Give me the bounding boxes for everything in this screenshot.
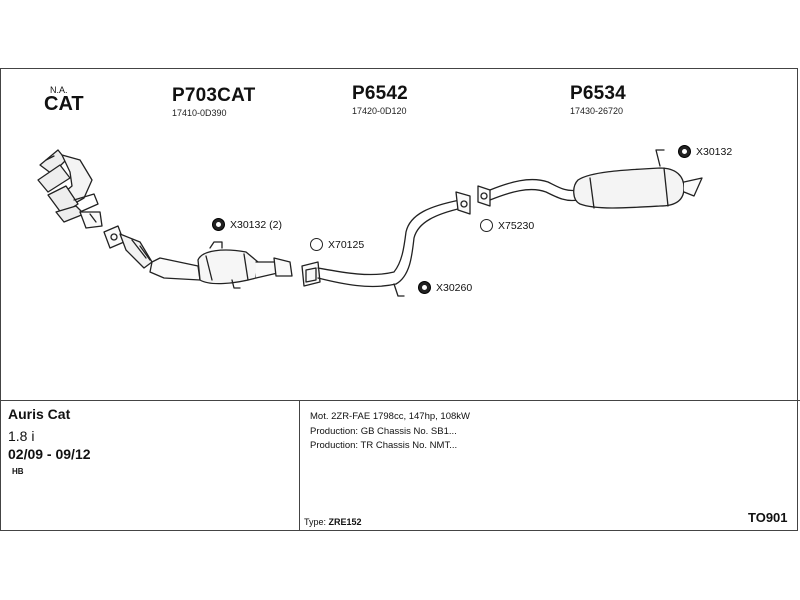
clamp-icon [212, 218, 225, 231]
vehicle-specs: Mot. 2ZR-FAE 1798cc, 147hp, 108kW Produc… [310, 410, 470, 454]
hardware-label: X30132 (2) [230, 218, 282, 231]
type-label: Type: [304, 517, 327, 527]
hardware-x30132[interactable]: X30132 [678, 145, 732, 158]
hardware-x30260[interactable]: X30260 [418, 281, 472, 294]
oem-number: 17420-0D120 [352, 106, 407, 116]
clamp-icon [678, 145, 691, 158]
front-catalyst-assembly [119, 233, 293, 289]
gasket-icon [310, 238, 323, 251]
middle-pipe-assembly [301, 191, 471, 297]
spec-line: Production: GB Chassis No. SB1... [310, 425, 457, 437]
type-value: ZRE152 [328, 517, 362, 527]
oem-number: 17430-26720 [570, 106, 624, 116]
hardware-label: X30260 [436, 281, 473, 294]
part-front-catalyst[interactable]: P703CAT 17410-0D390 [172, 85, 256, 119]
spec-line: Production: TR Chassis No. NMT... [310, 440, 458, 451]
rear-silencer-assembly [477, 149, 703, 209]
clamp-icon [418, 281, 431, 294]
vehicle-body: HB [12, 467, 24, 476]
part-code: P6542 [352, 83, 408, 104]
vehicle-info: Auris Cat 1.8 i 02/09 - 09/12 HB [8, 406, 91, 476]
exhaust-manifold [37, 149, 103, 229]
hardware-x30132-2[interactable]: X30132 (2) [212, 218, 282, 231]
hardware-label: X30132 [696, 145, 733, 158]
exhaust-system-drawing [37, 149, 703, 297]
divider-horizontal [0, 400, 800, 401]
front-flange [103, 225, 125, 249]
vehicle-years: 02/09 - 09/12 [8, 446, 91, 462]
hardware-x75230[interactable]: X75230 [480, 219, 534, 232]
cat-note: N.A. [50, 85, 68, 95]
part-code: P6534 [570, 83, 626, 104]
vehicle-type: Type: ZRE152 [304, 517, 362, 527]
part-middle-pipe[interactable]: P6542 17420-0D120 [352, 83, 408, 117]
vehicle-model: Auris Cat [8, 406, 71, 422]
oem-number: 17410-0D390 [172, 108, 227, 118]
hardware-label: X70125 [328, 238, 365, 251]
part-rear-silencer[interactable]: P6534 17430-26720 [570, 83, 626, 117]
reference-code: TO901 [748, 510, 788, 525]
diagram-frame [0, 68, 798, 531]
divider-vertical [299, 400, 300, 531]
cat-label: CAT [44, 93, 84, 115]
gasket-icon [480, 219, 493, 232]
hardware-label: X75230 [498, 219, 535, 232]
part-code: P703CAT [172, 85, 256, 106]
vehicle-engine: 1.8 i [8, 428, 35, 444]
hardware-x70125[interactable]: X70125 [310, 238, 364, 251]
spec-line: Mot. 2ZR-FAE 1798cc, 147hp, 108kW [310, 411, 470, 422]
